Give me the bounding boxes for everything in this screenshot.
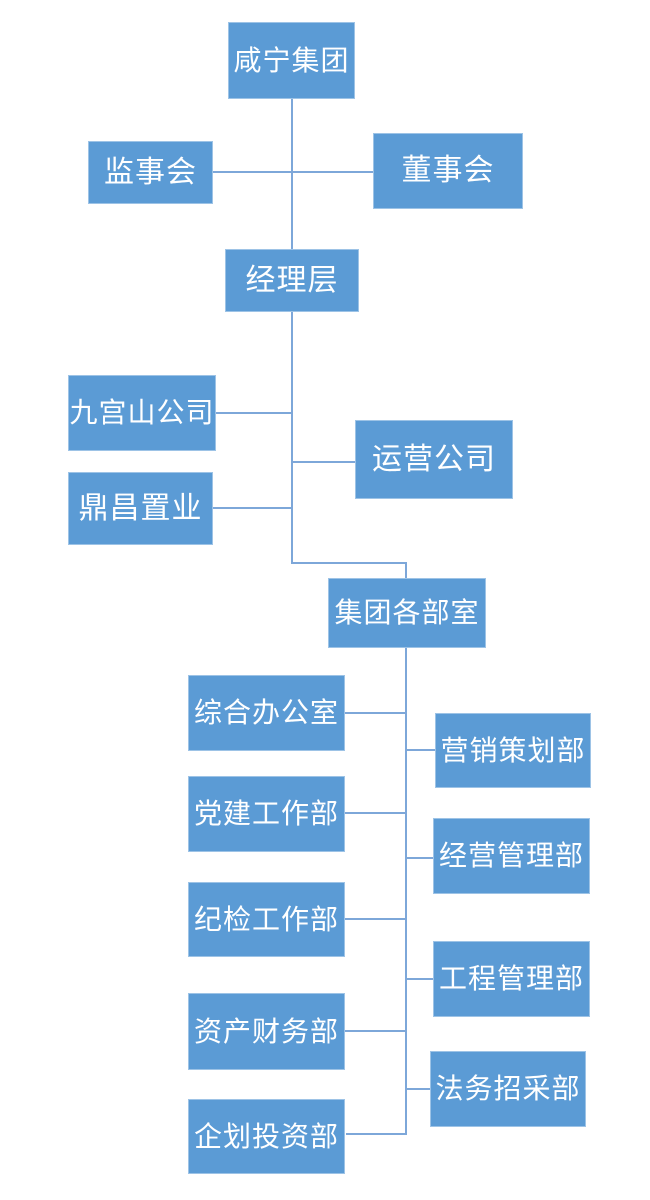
- connector-business-mgmt-branch: [407, 857, 433, 859]
- org-node-business-mgmt-dept: 经营管理部: [433, 818, 590, 894]
- org-node-group-departments: 集团各部室: [328, 578, 486, 648]
- connector-party-building-branch: [345, 812, 405, 814]
- org-node-label: 董事会: [401, 154, 495, 187]
- connector-management-spine-vertical: [291, 312, 293, 564]
- connector-general-office-branch: [345, 712, 405, 714]
- org-node-planning-investment-dept: 企划投资部: [188, 1099, 345, 1174]
- org-node-jiugongshan-company: 九宫山公司: [68, 375, 216, 451]
- org-node-label: 集团各部室: [334, 597, 480, 628]
- org-node-label: 九宫山公司: [69, 397, 215, 428]
- org-node-legal-procurement-dept: 法务招采部: [430, 1051, 586, 1127]
- connector-planning-investment-branch: [346, 1133, 405, 1135]
- connector-xianning-to-management-vertical: [291, 99, 293, 249]
- connector-jiugongshan-branch: [216, 412, 291, 414]
- connector-elbow-horizontal: [291, 562, 407, 564]
- connector-discipline-branch: [345, 918, 405, 920]
- org-node-engineering-mgmt-dept: 工程管理部: [433, 941, 590, 1017]
- org-node-operations-company: 运营公司: [355, 420, 513, 499]
- org-node-board-of-directors: 董事会: [373, 133, 523, 209]
- org-node-general-office: 综合办公室: [188, 675, 345, 751]
- org-node-label: 资产财务部: [193, 1015, 339, 1047]
- org-node-label: 监事会: [104, 155, 197, 189]
- connector-supervisory-board-crossbar: [213, 171, 373, 173]
- org-node-label: 经理层: [245, 263, 339, 297]
- org-node-discipline-inspection-dept: 纪检工作部: [188, 882, 345, 957]
- connector-departments-spine-vertical: [405, 648, 407, 1135]
- org-node-label: 综合办公室: [193, 697, 339, 728]
- org-node-dingchang-real-estate: 鼎昌置业: [68, 472, 213, 545]
- connector-engineering-branch: [407, 978, 433, 980]
- connector-dingchang-branch: [213, 507, 291, 509]
- org-node-label: 鼎昌置业: [78, 491, 203, 525]
- org-node-label: 运营公司: [372, 442, 496, 476]
- org-node-label: 纪检工作部: [193, 903, 339, 935]
- connector-asset-finance-branch: [345, 1030, 405, 1032]
- connector-marketing-branch: [407, 749, 435, 751]
- org-node-asset-finance-dept: 资产财务部: [188, 993, 345, 1070]
- org-node-marketing-planning-dept: 营销策划部: [435, 713, 591, 788]
- org-node-management: 经理层: [225, 249, 359, 312]
- org-node-label: 法务招采部: [435, 1073, 581, 1104]
- org-node-supervisory-board: 监事会: [88, 141, 213, 204]
- connector-legal-procurement-branch: [407, 1088, 430, 1090]
- org-node-xianning-group: 咸宁集团: [228, 22, 355, 99]
- org-node-party-building-dept: 党建工作部: [188, 776, 345, 852]
- org-node-label: 党建工作部: [193, 798, 339, 829]
- org-node-label: 工程管理部: [438, 963, 584, 994]
- org-node-label: 经营管理部: [438, 840, 584, 871]
- connector-elbow-vertical: [405, 562, 407, 578]
- connector-operations-branch: [293, 461, 355, 463]
- org-node-label: 企划投资部: [193, 1120, 339, 1152]
- org-node-label: 咸宁集团: [233, 44, 350, 76]
- org-node-label: 营销策划部: [440, 734, 586, 766]
